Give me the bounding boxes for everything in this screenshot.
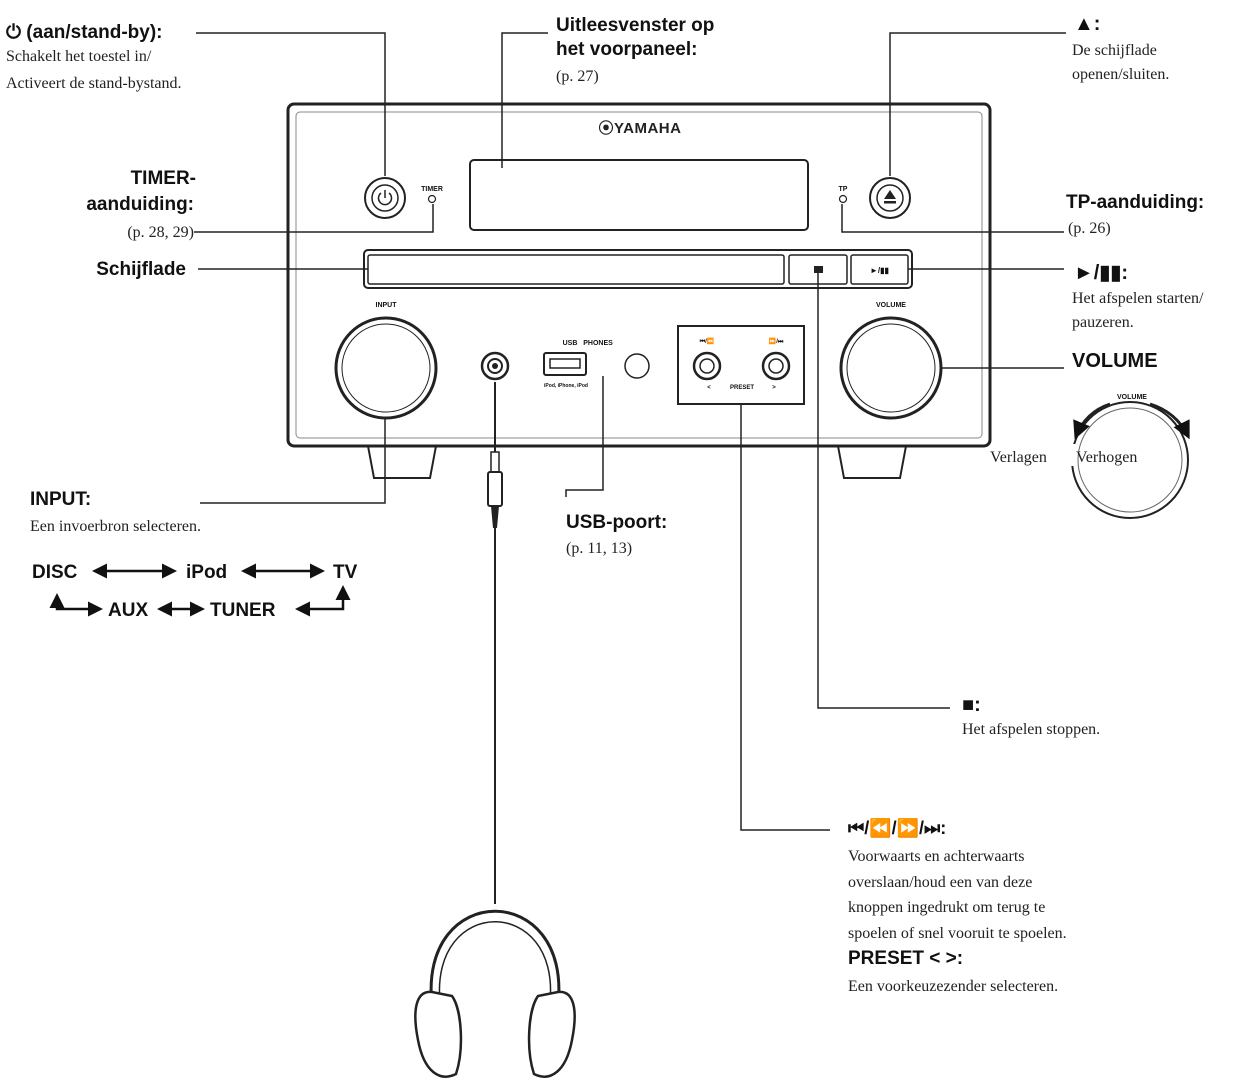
timer-label: TIMER [421,186,443,193]
svg-text:Het afspelen stoppen.: Het afspelen stoppen. [962,721,1100,738]
svg-text:PRESET < >:: PRESET < >: [848,948,963,969]
svg-text:Het afspelen starten/: Het afspelen starten/ [1072,290,1204,307]
tp-label: TP [839,186,848,193]
svg-text:Schijflade: Schijflade [96,259,186,280]
svg-text:USB-poort:: USB-poort: [566,512,667,533]
svg-text:(p. 11, 13): (p. 11, 13) [566,540,632,557]
input-cycle-diagram: DISC iPod TV AUX TUNER [32,562,358,621]
svg-text:Activeert de stand-bystand.: Activeert de stand-bystand. [6,75,182,92]
svg-text:(p. 28, 29): (p. 28, 29) [127,224,194,241]
svg-text:Voorwaarts en achterwaarts: Voorwaarts en achterwaarts [848,848,1025,865]
receiver-unit: ⦿YAMAHA TIMER TP ►/▮▮ INPUT [286,102,992,479]
svg-text:⏻ (aan/stand-by):: ⏻ (aan/stand-by): [6,22,162,43]
leader-lines [194,32,1066,831]
front-display [469,159,809,231]
usb-label: USB [563,340,578,347]
callout-input: INPUT: Een invoerbron selecteren. [30,489,201,535]
headphones-illustration [414,382,576,1078]
svg-text:⏮/⏪/⏩/⏭:: ⏮/⏪/⏩/⏭: [848,817,946,838]
preset-gt-label: > [772,385,776,391]
svg-text:Schakelt het toestel in/: Schakelt het toestel in/ [6,48,152,65]
left-foot [366,445,438,479]
volume-increase-label: Verhogen [1076,449,1137,466]
volume-knob-label: VOLUME [876,302,906,309]
svg-text:TIMER-: TIMER- [131,168,196,189]
svg-text:Uitleesvenster op: Uitleesvenster op [556,15,714,36]
preset-label: PRESET [730,385,754,391]
svg-text:INPUT:: INPUT: [30,489,91,510]
timer-indicator [427,194,437,204]
svg-text:openen/sluiten.: openen/sluiten. [1072,66,1169,83]
callout-play: ►/▮▮: Het afspelen starten/ pauzeren. [1072,262,1204,331]
play-pause-icon: ►/▮▮ [870,266,889,275]
skip-back-label: ⏮/⏪ [700,337,715,345]
svg-text:Een voorkeuzezender selecteren: Een voorkeuzezender selecteren. [848,978,1058,995]
tp-indicator [838,194,848,204]
svg-text:►/▮▮:: ►/▮▮: [1074,262,1128,284]
svg-text:TP-aanduiding:: TP-aanduiding: [1066,192,1204,213]
input-knob[interactable] [334,316,438,420]
svg-text:(p. 26): (p. 26) [1068,220,1111,237]
callout-power: ⏻ (aan/stand-by): Schakelt het toestel i… [6,22,182,92]
power-icon [377,190,393,206]
svg-text:■:: ■: [962,694,981,716]
callout-usb-port: USB-poort: (p. 11, 13) [566,512,667,557]
svg-text:(p. 27): (p. 27) [556,68,599,85]
callout-tp: TP-aanduiding: (p. 26) [1066,192,1204,237]
svg-text:pauzeren.: pauzeren. [1072,314,1134,331]
volume-decrease-label: Verlagen [990,449,1047,466]
svg-text:aanduiding:: aanduiding: [86,194,194,215]
skip-forward-label: ⏩/⏭ [769,337,784,345]
callout-stop: ■: Het afspelen stoppen. [962,694,1100,738]
brand-logo: ⦿YAMAHA [599,120,682,137]
callout-skip-preset: ⏮/⏪/⏩/⏭: Voorwaarts en achterwaarts over… [848,817,1067,995]
svg-text:spoelen of snel vooruit te spo: spoelen of snel vooruit te spoelen. [848,925,1067,942]
eject-icon [884,190,896,204]
svg-text:De schijflade: De schijflade [1072,42,1157,59]
svg-text:▲:: ▲: [1074,13,1100,35]
usb-sublabel: iPod, iPhone, iPod [544,383,588,389]
callout-timer: TIMER- aanduiding: (p. 28, 29) [86,168,196,241]
remote-sensor [624,353,650,379]
callout-eject: ▲: De schijflade openen/sluiten. [1072,13,1169,83]
svg-text:Een invoerbron selecteren.: Een invoerbron selecteren. [30,518,201,535]
preset-lt-label: < [707,385,711,391]
cycle-ipod: iPod [186,562,227,583]
svg-text:overslaan/houd een van deze: overslaan/houd een van deze [848,874,1032,891]
volume-dial-illustration: VOLUME Verlagen Verhogen [990,394,1190,519]
svg-text:VOLUME: VOLUME [1072,350,1158,372]
svg-text:knoppen ingedrukt om terug te: knoppen ingedrukt om terug te [848,899,1045,916]
input-knob-label: INPUT [376,302,398,309]
cycle-tv: TV [333,562,358,583]
phones-label: PHONES [583,340,613,347]
cycle-tuner: TUNER [210,600,276,621]
disc-tray[interactable] [367,254,785,285]
volume-dial-label: VOLUME [1117,394,1147,401]
callout-display: Uitleesvenster op het voorpaneel: (p. 27… [556,15,714,85]
cycle-aux: AUX [108,600,148,621]
cycle-disc: DISC [32,562,78,583]
svg-text:het voorpaneel:: het voorpaneel: [556,39,697,60]
callout-tray: Schijflade [96,259,186,280]
right-foot [836,445,908,479]
callout-volume: VOLUME VOLUME Verlagen Verhogen [990,350,1190,519]
volume-knob[interactable] [839,316,943,420]
